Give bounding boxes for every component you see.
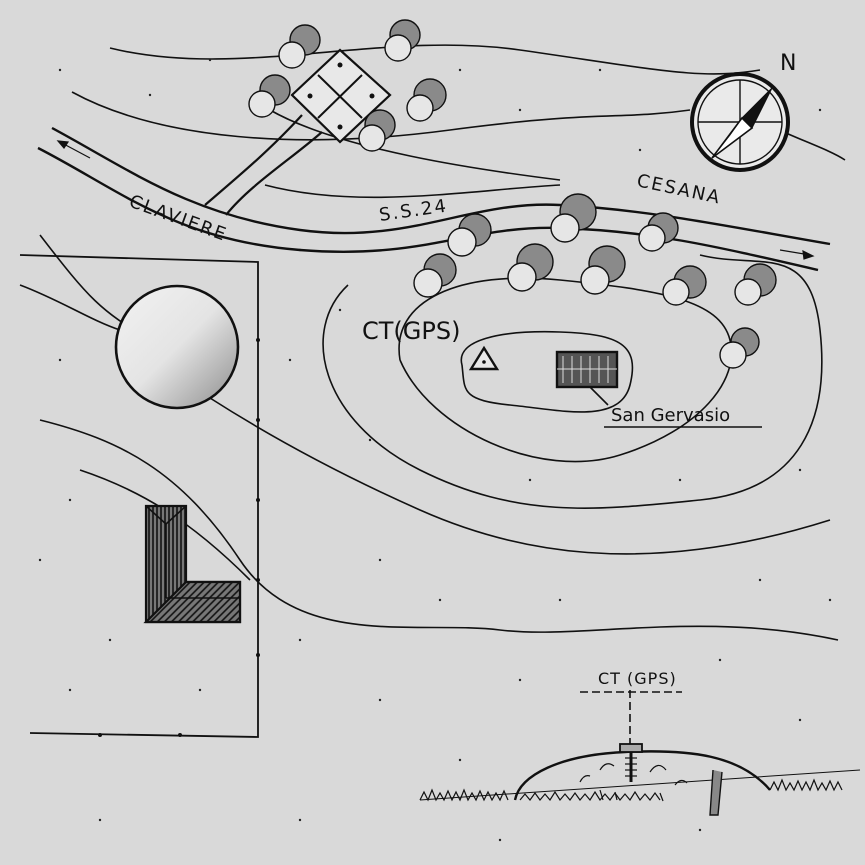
tree-icon <box>278 24 321 69</box>
ground-speckles <box>38 58 832 842</box>
church-label: San Gervasio <box>611 405 730 426</box>
tree-icon <box>719 327 760 369</box>
road-ss24 <box>37 126 831 272</box>
road-label-cesana: CESANA <box>635 170 723 208</box>
tree-icon <box>358 109 396 152</box>
gps-triangle-icon <box>468 345 500 371</box>
profile-control-point-label: CT (GPS) <box>598 669 677 688</box>
north-label: N <box>780 51 796 76</box>
tree-cluster <box>248 19 777 369</box>
control-point-label: CT(GPS) <box>362 317 460 345</box>
tree-icon <box>413 253 457 298</box>
church-leader-line <box>589 386 762 428</box>
road-direction-arrows <box>56 140 815 260</box>
tree-icon <box>734 263 777 306</box>
l-shaped-building <box>143 504 242 624</box>
tree-icon <box>550 193 597 243</box>
tree-icon <box>447 213 492 257</box>
tree-icon <box>638 212 679 252</box>
tree-icon <box>662 265 707 306</box>
tree-icon <box>406 78 447 122</box>
church-building <box>555 350 619 389</box>
tree-icon <box>580 245 626 295</box>
road-label-claviere: CLAVIERE <box>126 191 230 246</box>
profile-sketch <box>419 690 861 816</box>
boundary-marks <box>98 338 260 737</box>
benchmark-monument-icon <box>619 743 643 782</box>
round-tank <box>114 284 240 410</box>
crossroads-junction-icon <box>290 48 392 144</box>
tree-icon <box>507 243 554 292</box>
tree-icon <box>384 19 421 62</box>
tree-icon <box>248 74 291 118</box>
access-road <box>204 114 323 216</box>
compass-rose-icon <box>690 72 790 172</box>
